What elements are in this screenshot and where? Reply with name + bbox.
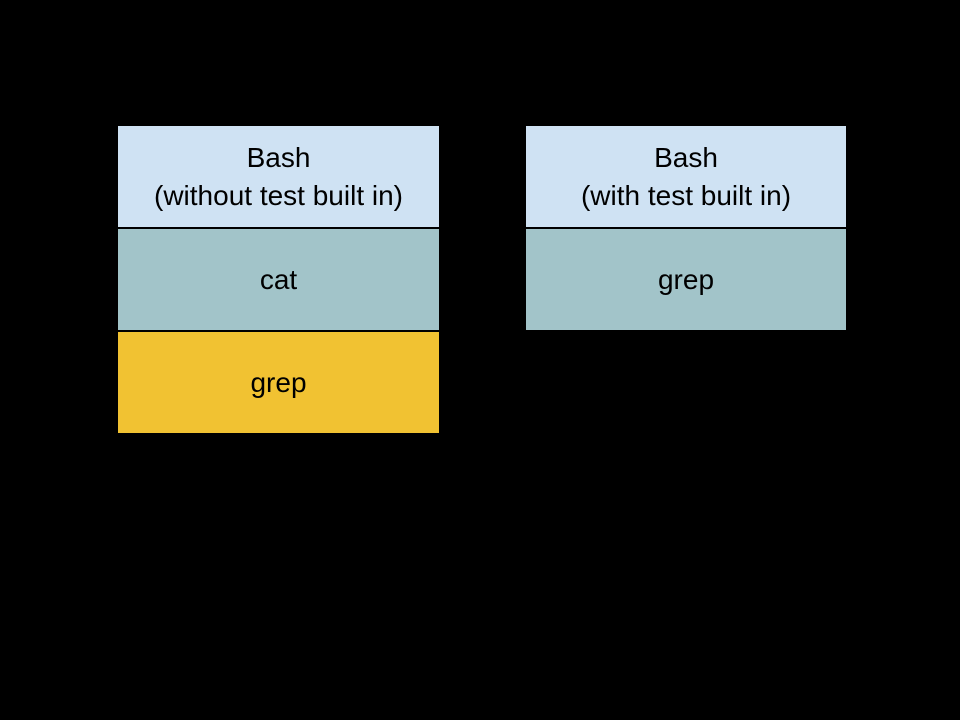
cat-label: cat: [259, 263, 298, 295]
bash-label: Bash: [246, 141, 311, 173]
grep-label: grep: [250, 366, 307, 398]
bash-sublabel: (without test built in): [154, 179, 403, 211]
cat-box: cat: [117, 228, 440, 331]
grep-external-box: grep: [117, 331, 440, 434]
bash-without-test-box: Bash (without test built in): [117, 125, 440, 228]
stack-bash-without-test: Bash (without test built in) cat grep: [117, 125, 440, 434]
grep-builtin-box: grep: [525, 228, 847, 331]
bash-sublabel: (with test built in): [580, 179, 792, 211]
bash-with-test-box: Bash (with test built in): [525, 125, 847, 228]
bash-label: Bash: [654, 141, 718, 173]
grep-label: grep: [657, 263, 715, 295]
stack-bash-with-test: Bash (with test built in) grep: [525, 125, 847, 331]
